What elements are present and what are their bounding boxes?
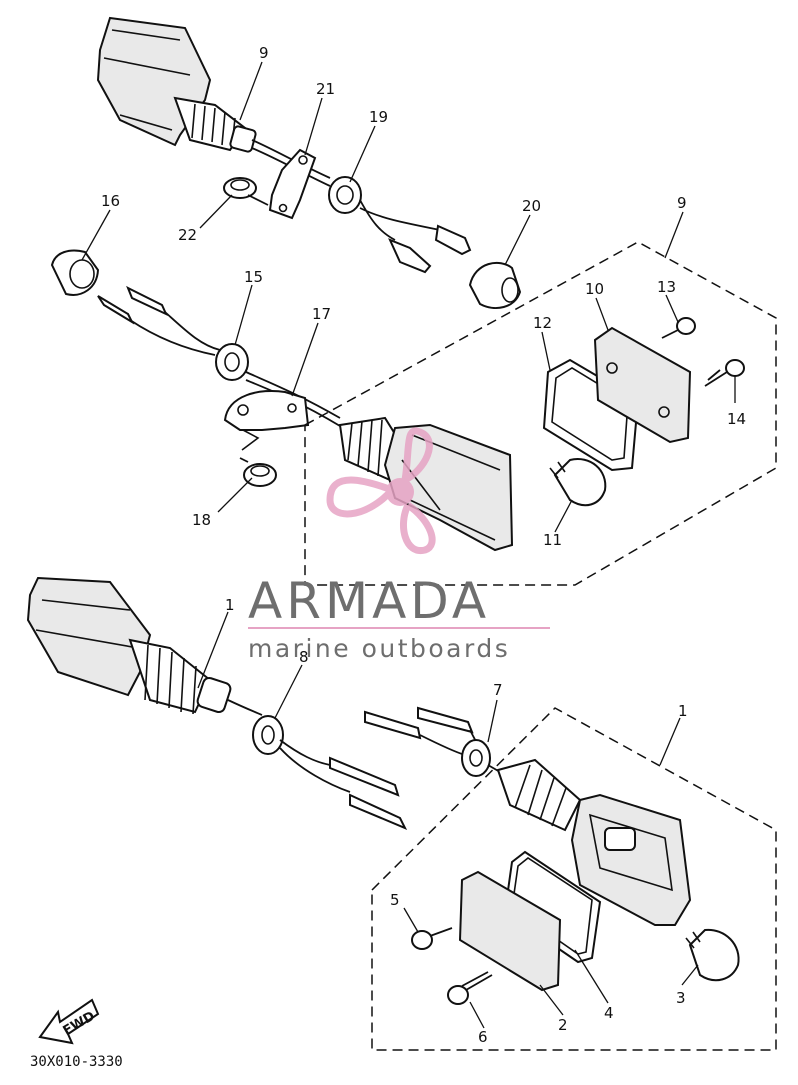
watermark-brand: ARMADA [248, 572, 490, 630]
grommet-part-16 [50, 249, 100, 296]
bracket-part-21 [268, 148, 317, 220]
screw-part-5 [411, 927, 453, 950]
bulb-part-3 [685, 928, 740, 982]
callout-13: 13 [657, 278, 676, 296]
grommet-part-19 [328, 176, 472, 274]
callout-11: 11 [543, 531, 562, 549]
callout-2: 2 [558, 1016, 568, 1034]
screw-part-6 [447, 971, 493, 1005]
propeller-logo-icon [326, 427, 436, 554]
lens-part-2 [458, 870, 562, 992]
callout-9-assembly: 9 [677, 194, 687, 212]
callout-22: 22 [178, 226, 197, 244]
flasher-assembly-rear-right [338, 416, 514, 552]
assembly-outline-9 [304, 241, 777, 586]
screw-part-13 [661, 317, 696, 339]
callout-7: 7 [493, 681, 503, 699]
grommet-part-8 [252, 715, 408, 830]
callout-20: 20 [522, 197, 541, 215]
watermark-tagline: marine outboards [248, 634, 510, 663]
flasher-assembly-front-right [496, 758, 692, 926]
callout-5: 5 [390, 891, 400, 909]
callout-15: 15 [244, 268, 263, 286]
flasher-assembly-rear-left [96, 16, 331, 187]
callout-6: 6 [478, 1028, 488, 1046]
grommet-part-20 [468, 261, 522, 309]
connector-leads-7 [364, 706, 501, 777]
fwd-arrow-icon [38, 998, 100, 1045]
connector-leads-15 [97, 285, 341, 427]
screw-part-14 [704, 359, 745, 387]
bulb-part-11 [549, 458, 607, 507]
bolt-part-22 [223, 177, 269, 206]
diagram-code: 30X010-3330 [30, 1054, 123, 1070]
callout-17: 17 [312, 305, 331, 323]
callout-1-left: 1 [225, 596, 235, 614]
bolt-part-18 [239, 457, 277, 487]
assembly-outline-1 [371, 707, 777, 1051]
bracket-part-17 [223, 389, 310, 451]
callout-21: 21 [316, 80, 335, 98]
callout-10: 10 [585, 280, 604, 298]
callout-1-right: 1 [678, 702, 688, 720]
leader-lines [81, 61, 736, 1029]
callout-12: 12 [533, 314, 552, 332]
lens-part-10 [593, 326, 692, 444]
callout-8: 8 [299, 648, 309, 666]
callout-4: 4 [604, 1004, 614, 1022]
callout-3: 3 [676, 989, 686, 1007]
callout-18: 18 [192, 511, 211, 529]
flasher-assembly-front-left [26, 576, 263, 716]
callout-14: 14 [727, 410, 746, 428]
callout-9-top: 9 [259, 44, 269, 62]
callout-16: 16 [101, 192, 120, 210]
callout-19: 19 [369, 108, 388, 126]
